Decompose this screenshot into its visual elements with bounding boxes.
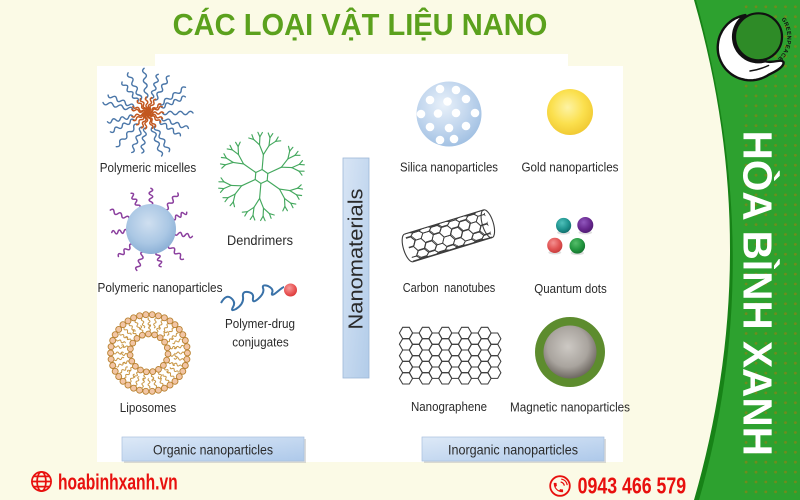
- svg-text:Magnetic nanoparticles: Magnetic nanoparticles: [510, 400, 630, 415]
- svg-text:Inorganic nanoparticles: Inorganic nanoparticles: [448, 442, 578, 458]
- svg-text:Gold nanoparticles: Gold nanoparticles: [522, 160, 619, 175]
- svg-text:Dendrimers: Dendrimers: [227, 232, 293, 248]
- svg-text:CÁC LOẠI VẬT LIỆU NANO: CÁC LOẠI VẬT LIỆU NANO: [173, 7, 548, 42]
- svg-text:Nanographene: Nanographene: [411, 399, 487, 414]
- svg-text:Nanomaterials: Nanomaterials: [346, 189, 368, 330]
- svg-text:Quantum dots: Quantum dots: [534, 281, 607, 296]
- svg-text:hoabinhxanh.vn: hoabinhxanh.vn: [58, 471, 178, 495]
- svg-text:Polymeric nanoparticles: Polymeric nanoparticles: [98, 280, 223, 295]
- svg-text:HÒA BÌNH XANH: HÒA BÌNH XANH: [735, 131, 781, 457]
- svg-text:Liposomes: Liposomes: [120, 400, 177, 415]
- svg-text:Organic nanoparticles: Organic nanoparticles: [153, 442, 273, 458]
- svg-text:Silica nanoparticles: Silica nanoparticles: [400, 160, 498, 175]
- svg-text:Carbon nanotubes: Carbon nanotubes: [403, 280, 496, 295]
- svg-text:conjugates: conjugates: [232, 335, 289, 350]
- svg-text:0943 466 579: 0943 466 579: [578, 473, 687, 499]
- svg-text:Polymeric micelles: Polymeric micelles: [100, 160, 197, 175]
- svg-text:Polymer-drug: Polymer-drug: [225, 316, 295, 331]
